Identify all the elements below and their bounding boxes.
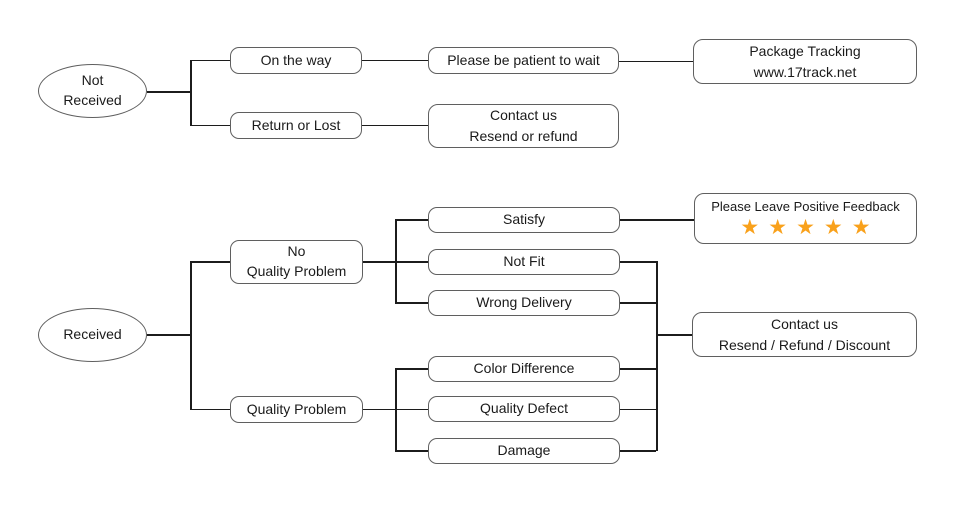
node-damage-label: Damage bbox=[497, 442, 551, 459]
node-return-or-lost: Return or Lost bbox=[230, 112, 362, 139]
connector bbox=[620, 368, 656, 370]
node-quality-problem: Quality Problem bbox=[230, 396, 363, 423]
node-contact-us-resend-refund-line2: Resend or refund bbox=[469, 128, 578, 144]
connector bbox=[656, 334, 692, 336]
connector bbox=[620, 219, 694, 221]
connector bbox=[362, 59, 428, 61]
connector bbox=[395, 368, 397, 451]
node-positive-feedback: Please Leave Positive Feedback ★★★★★ bbox=[694, 193, 917, 244]
node-on-the-way-label: On the way bbox=[260, 51, 332, 68]
connector bbox=[190, 261, 230, 263]
node-received-label: Received bbox=[63, 326, 122, 343]
connector bbox=[190, 261, 192, 410]
node-no-quality-problem-line1: No bbox=[287, 243, 306, 260]
connector bbox=[656, 261, 658, 451]
node-quality-defect: Quality Defect bbox=[428, 396, 620, 422]
connector bbox=[620, 450, 656, 452]
connector bbox=[395, 450, 428, 452]
node-quality-problem-label: Quality Problem bbox=[246, 400, 347, 417]
node-contact-us-resend-refund-discount: Contact us Resend / Refund / Discount bbox=[692, 312, 917, 357]
connector bbox=[147, 334, 190, 336]
connector bbox=[362, 124, 428, 126]
connector bbox=[395, 219, 397, 303]
node-on-the-way: On the way bbox=[230, 47, 362, 74]
node-wrong-delivery-label: Wrong Delivery bbox=[476, 294, 572, 311]
node-not-fit: Not Fit bbox=[428, 249, 620, 275]
node-not-received: Not Received bbox=[38, 64, 147, 118]
connector bbox=[190, 408, 230, 410]
node-color-difference: Color Difference bbox=[428, 356, 620, 382]
node-contact-discount-line2: Resend / Refund / Discount bbox=[718, 336, 891, 353]
connector bbox=[190, 59, 230, 61]
node-no-quality-problem: No Quality Problem bbox=[230, 240, 363, 284]
connector bbox=[620, 302, 656, 304]
node-received: Received bbox=[38, 308, 147, 362]
node-return-or-lost-label: Return or Lost bbox=[251, 116, 341, 133]
node-please-be-patient-label: Please be patient to wait bbox=[447, 51, 600, 68]
node-contact-us-resend-refund-line1: Contact us bbox=[490, 107, 557, 123]
node-contact-us-resend-refund: Contact us Resend or refund bbox=[428, 104, 619, 148]
node-not-received-label-line2: Received bbox=[63, 92, 122, 108]
node-package-tracking-url: www.17track.net bbox=[753, 63, 857, 80]
node-wrong-delivery: Wrong Delivery bbox=[428, 290, 620, 316]
five-star-rating-icon: ★★★★★ bbox=[740, 216, 880, 240]
node-not-fit-label: Not Fit bbox=[503, 253, 545, 270]
connector bbox=[190, 59, 192, 126]
node-color-difference-label: Color Difference bbox=[473, 360, 575, 377]
node-satisfy: Satisfy bbox=[428, 207, 620, 233]
connector bbox=[147, 91, 190, 93]
connector bbox=[395, 302, 428, 304]
node-please-be-patient: Please be patient to wait bbox=[428, 47, 619, 74]
node-positive-feedback-label: Please Leave Positive Feedback bbox=[711, 198, 900, 214]
connector bbox=[620, 408, 656, 410]
connector bbox=[190, 124, 230, 126]
connector bbox=[619, 60, 693, 62]
node-package-tracking-label-line1: Package Tracking bbox=[749, 42, 861, 59]
connector bbox=[395, 219, 428, 221]
node-no-quality-problem-line2: Quality Problem bbox=[246, 263, 347, 279]
node-damage: Damage bbox=[428, 438, 620, 464]
node-contact-discount-line1: Contact us bbox=[771, 315, 838, 332]
node-quality-defect-label: Quality Defect bbox=[480, 400, 568, 417]
node-satisfy-label: Satisfy bbox=[502, 211, 545, 228]
node-package-tracking: Package Tracking www.17track.net bbox=[693, 39, 917, 84]
connector bbox=[620, 261, 656, 263]
node-not-received-label-line1: Not bbox=[81, 72, 104, 89]
connector bbox=[395, 368, 428, 370]
